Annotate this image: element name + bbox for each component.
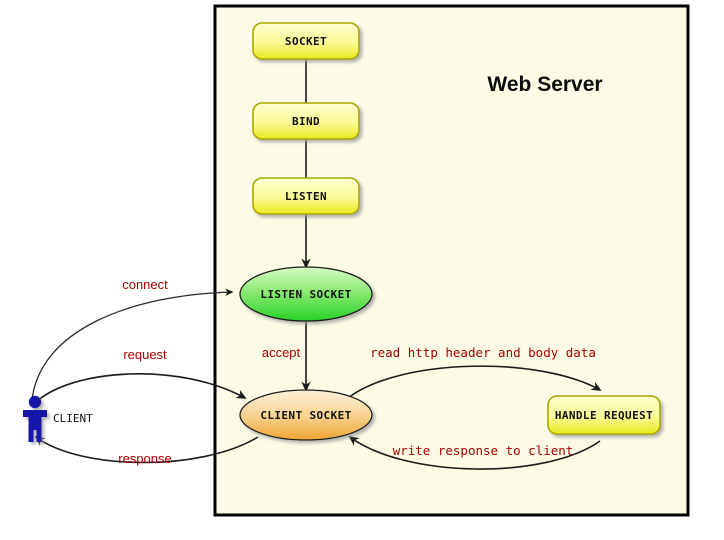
node-listen-socket[interactable]: LISTEN SOCKET <box>239 266 373 322</box>
edge-client-to-client-socket: request <box>33 347 247 405</box>
node-bind-label: BIND <box>292 115 320 128</box>
edge-client-socket-to-handle-request: read http header and body data <box>347 345 602 399</box>
edge-label-write-response: write response to client <box>393 443 574 458</box>
edge-handle-request-to-client-socket: write response to client <box>348 435 601 470</box>
actor-leg-right-icon <box>36 428 42 442</box>
edge-client-socket-to-client: response <box>34 435 259 466</box>
node-client-socket-label: CLIENT SOCKET <box>260 409 351 422</box>
node-socket[interactable]: SOCKET <box>252 22 360 60</box>
edge-label-accept: accept <box>262 345 301 360</box>
node-client-socket[interactable]: CLIENT SOCKET <box>239 389 373 441</box>
actor-client-label: CLIENT <box>53 412 93 425</box>
edge-listen-socket-to-client-socket: accept <box>262 321 311 392</box>
actor-torso-icon <box>28 410 42 430</box>
web-server-frame-title: Web Server <box>487 73 602 96</box>
node-listen-label: LISTEN <box>285 190 327 203</box>
node-client-socket-shape[interactable] <box>239 389 373 441</box>
node-listen-shape[interactable] <box>252 177 360 215</box>
actor-leg-left-icon <box>28 428 34 442</box>
edge-label-response: response <box>118 451 171 466</box>
node-bind-shape[interactable] <box>252 102 360 140</box>
node-socket-shape[interactable] <box>252 22 360 60</box>
edge-client-to-listen-socket: connect <box>31 277 234 401</box>
actor-client[interactable] <box>23 395 47 442</box>
edge-label-connect: connect <box>122 277 168 292</box>
node-handle-request-shape[interactable] <box>547 395 661 435</box>
edge-label-read-http: read http header and body data <box>370 345 596 360</box>
edge-label-request: request <box>123 347 167 362</box>
node-handle-request-label: HANDLE REQUEST <box>555 409 653 422</box>
node-handle-request[interactable]: HANDLE REQUEST <box>547 395 661 435</box>
node-listen[interactable]: LISTEN <box>252 177 360 215</box>
actor-head-icon <box>28 395 42 409</box>
node-listen-socket-label: LISTEN SOCKET <box>260 288 351 301</box>
node-bind[interactable]: BIND <box>252 102 360 140</box>
node-listen-socket-shape[interactable] <box>239 266 373 322</box>
node-socket-label: SOCKET <box>285 35 327 48</box>
